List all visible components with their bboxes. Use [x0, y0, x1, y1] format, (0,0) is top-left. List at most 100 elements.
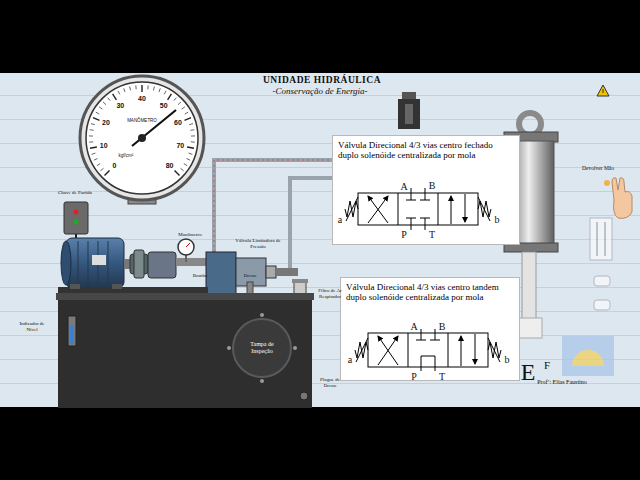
pipe: [214, 160, 332, 252]
side-controls: [590, 218, 612, 260]
gauge-tick: [100, 168, 103, 171]
port-letter: P: [411, 371, 417, 382]
pipe: [290, 178, 332, 268]
pipe: [214, 160, 332, 252]
gauge-tick: [118, 91, 120, 95]
valve-box: Válvula Direcional 4/3 vias centro tande…: [340, 277, 520, 381]
gauge-tick: [130, 87, 131, 91]
electric-motor: [78, 241, 79, 285]
reservoir-tank: [293, 346, 297, 350]
gauge-label: MANÔMETRO: [127, 119, 157, 124]
part-name: Indicador de Nível: [17, 321, 47, 332]
side-controls: [594, 300, 610, 310]
coupling: [134, 250, 144, 278]
top-device: [402, 92, 416, 100]
gauge-tick: [190, 129, 194, 131]
warning-icon: [597, 85, 609, 96]
pressure-gauge: [80, 76, 204, 200]
pointing-hand: [612, 178, 632, 219]
gauge-tick: [90, 147, 97, 148]
gauge-number: 0: [112, 162, 116, 170]
part-name: Plugue de Dreno: [315, 377, 345, 388]
gauge-tick: [191, 135, 195, 136]
side-controls: [605, 222, 606, 256]
gauge-number: 10: [100, 142, 108, 150]
side-controls: [597, 222, 598, 256]
reservoir-tank: [58, 297, 312, 408]
gauge-number: 80: [166, 162, 174, 170]
starter-switch: [74, 220, 79, 225]
cover-label: Tampa de Inspeção: [242, 341, 282, 355]
relief-valve: [266, 266, 276, 278]
gauge-tick: [164, 91, 166, 95]
warning-icon: [597, 85, 609, 96]
gauge-tick: [153, 87, 154, 91]
relief-valve: [206, 252, 236, 297]
gauge-tick: [103, 102, 106, 105]
gauge-number: 70: [176, 142, 184, 150]
gauge-tick: [89, 141, 93, 142]
gauge-tick: [91, 124, 95, 125]
reservoir-tank: [70, 326, 74, 344]
valve-heading: Válvula Direcional 4/3 vias centro tande…: [346, 282, 514, 303]
relief-valve: [276, 268, 298, 276]
gauge-tick: [96, 112, 99, 114]
gauge-unit: kgf/cm²: [119, 154, 134, 159]
logo-tile: [562, 336, 614, 376]
pump: [176, 258, 206, 266]
title-text: UNIDADE HIDRÁULICA: [263, 75, 381, 85]
electric-motor: [108, 241, 109, 285]
gauge-tick: [191, 141, 195, 142]
electric-motor: [66, 238, 124, 288]
starter-switch: [64, 202, 88, 240]
electric-motor: [124, 259, 130, 269]
gauge-tick: [99, 107, 102, 109]
gauge-tick: [141, 85, 142, 92]
gauge-number: 30: [116, 102, 124, 110]
port-letter: A: [400, 181, 407, 192]
warning-icon: [603, 89, 604, 93]
button-label: Devolver Mão: [582, 165, 614, 171]
small-gauge: [178, 239, 194, 262]
logo-letter: E: [521, 359, 536, 385]
reservoir-tank: [260, 379, 264, 383]
gauge-tick: [105, 171, 110, 176]
starter-switch: [74, 210, 79, 215]
gauge-tick: [89, 85, 195, 176]
port-letter: B: [439, 321, 446, 332]
small-gauge: [186, 243, 190, 247]
reservoir-tank: [56, 293, 314, 408]
gauge-tick: [189, 153, 193, 154]
port-letter: b: [495, 214, 500, 225]
part-name: Filtro de Ar Respirador: [312, 288, 348, 299]
gauge-tick: [113, 94, 117, 100]
reservoir-tank: [56, 293, 314, 300]
gauge-tick: [108, 98, 111, 101]
port-letter: T: [439, 371, 445, 382]
air-breather: [292, 279, 308, 294]
gauge-tick: [89, 135, 93, 136]
part-name: Bomba: [193, 273, 207, 279]
pressure-gauge: [80, 76, 204, 204]
gauge-tick: [175, 171, 180, 176]
gauge-tick: [187, 147, 194, 148]
gauge-tick: [178, 102, 181, 105]
subtitle: -Conservação de Energia-: [272, 87, 367, 97]
gauge-tick: [147, 85, 148, 89]
gauge-tick: [124, 88, 125, 92]
reservoir-tank: [260, 313, 264, 317]
gauge-tick: [97, 164, 100, 166]
gauge-tick: [94, 159, 98, 161]
gauge-number: 50: [160, 102, 168, 110]
gauge-hub: [138, 134, 146, 142]
gauge-number: 60: [174, 119, 182, 127]
valve-heading: Válvula Direcional 4/3 vias centro fecha…: [338, 140, 514, 161]
gauge-tick: [182, 107, 185, 109]
coupling: [130, 250, 148, 278]
gauge-tick: [185, 112, 188, 114]
port-letter: b: [505, 354, 510, 365]
